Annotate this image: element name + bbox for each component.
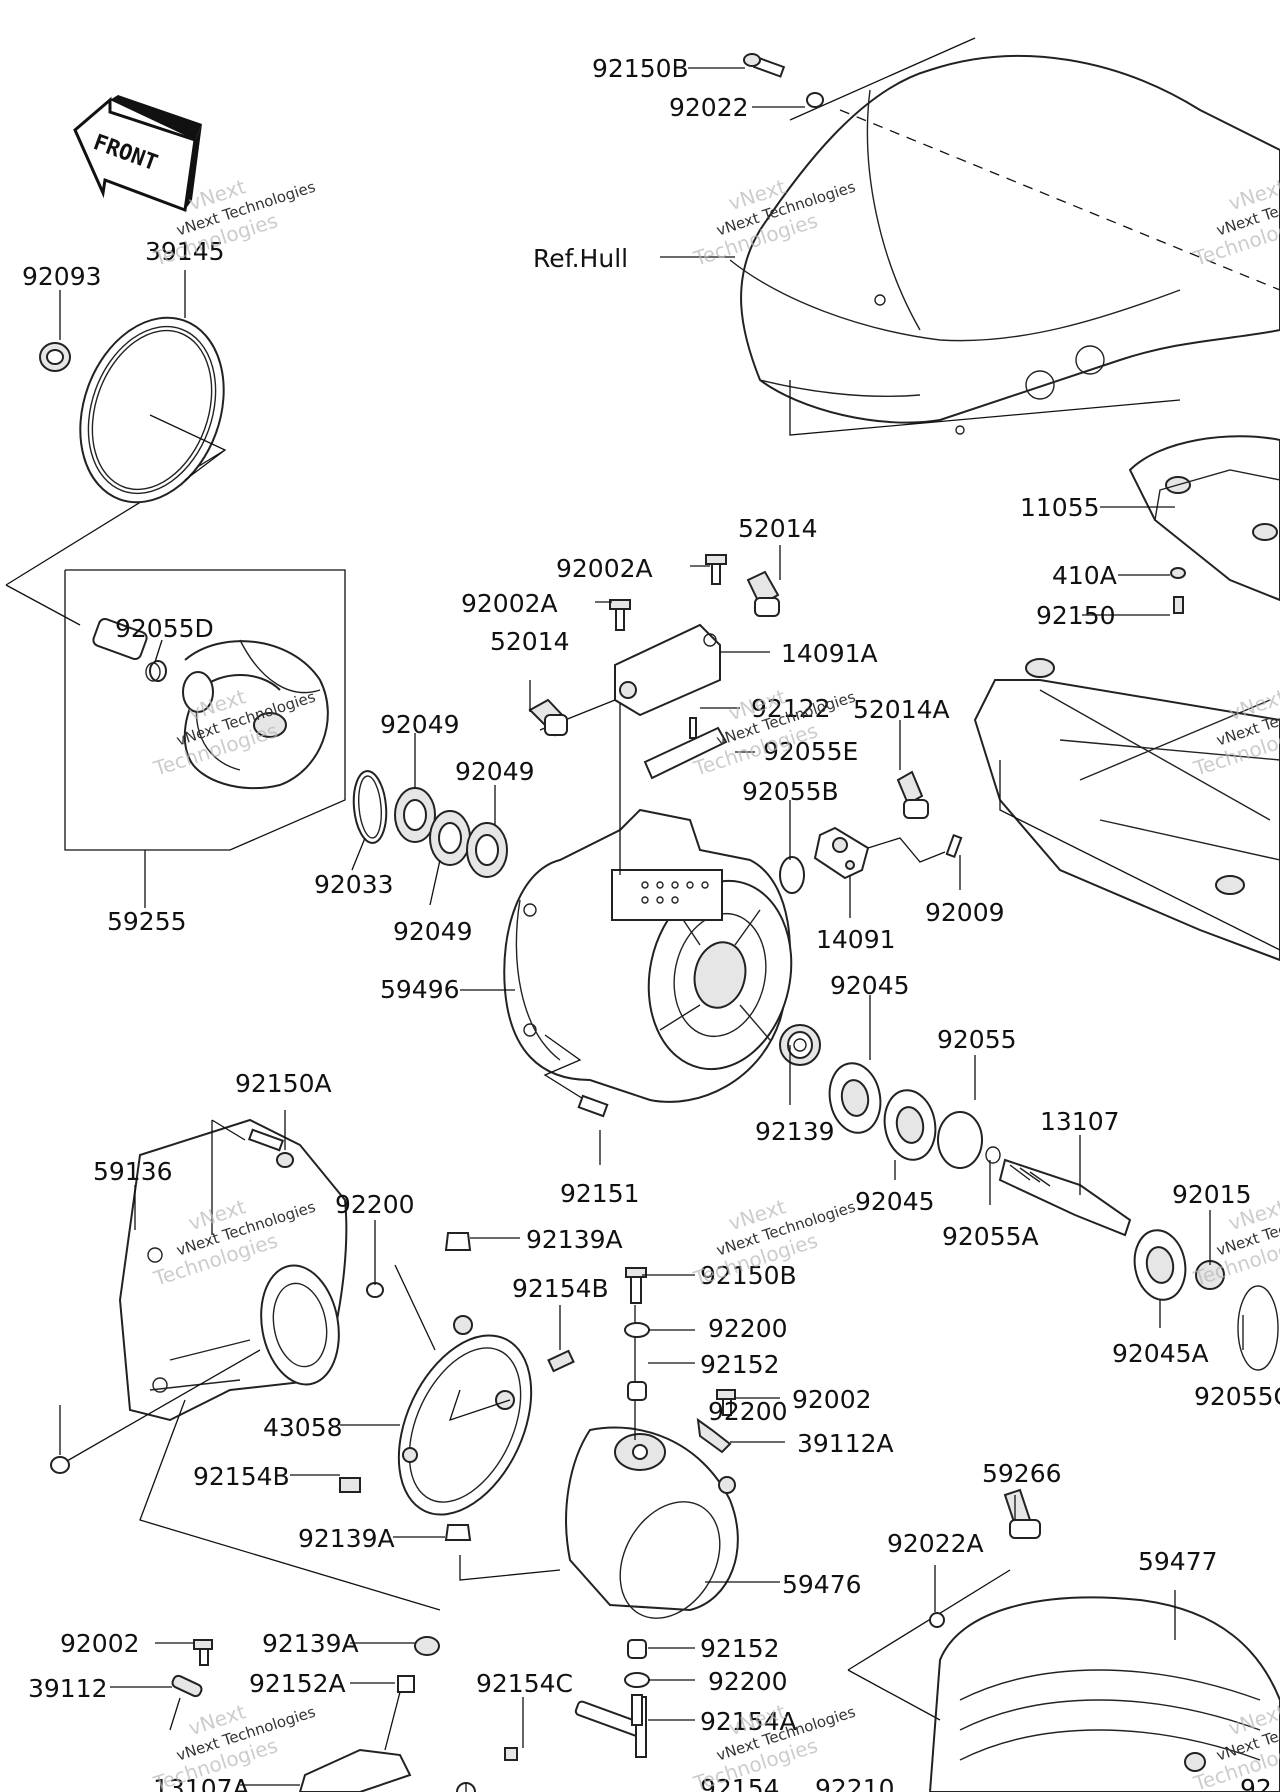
part-label: 92 xyxy=(1240,1774,1272,1792)
part-label: 52014 xyxy=(738,514,818,543)
part-label: 13107A xyxy=(153,1774,250,1792)
part-label: 92002 xyxy=(60,1629,140,1658)
bearings xyxy=(779,1024,1279,1371)
leader-lines xyxy=(59,67,1244,1786)
part-label: 92200 xyxy=(708,1397,788,1426)
impeller-group xyxy=(5,449,346,908)
part-label: 92150 xyxy=(1036,601,1116,630)
deflector-59477 xyxy=(847,1569,1280,1792)
part-label: 92151 xyxy=(560,1179,640,1208)
part-label: 92009 xyxy=(925,898,1005,927)
part-label: 92055 xyxy=(937,1025,1017,1054)
part-label: 92022 xyxy=(669,93,749,122)
part-label: 92055C xyxy=(1194,1382,1280,1411)
part-label: 92152 xyxy=(700,1634,780,1663)
part-label: 59477 xyxy=(1138,1547,1218,1576)
part-label: 92049 xyxy=(380,710,460,739)
part-label: 92200 xyxy=(708,1314,788,1343)
part-label: 92139A xyxy=(526,1225,623,1254)
part-label: 14091 xyxy=(816,925,896,954)
part-label: 92033 xyxy=(314,870,394,899)
steering-arm xyxy=(169,1636,647,1792)
part-label: 92154B xyxy=(512,1274,609,1303)
part-label: 14091A xyxy=(781,639,878,668)
part-label: 92210 xyxy=(815,1774,895,1792)
part-label: 92139A xyxy=(298,1524,395,1553)
part-label: 39112A xyxy=(797,1429,894,1458)
part-label: 92055B xyxy=(742,777,839,806)
front-arrow-icon: FRONT xyxy=(73,95,202,213)
part-label: 92049 xyxy=(393,917,473,946)
part-label: 11055 xyxy=(1020,493,1100,522)
reverse-bucket xyxy=(459,1305,739,1619)
part-label: 92122 xyxy=(751,694,831,723)
part-label: 92139A xyxy=(262,1629,359,1658)
part-label: 92049 xyxy=(455,757,535,786)
part-label: 92154C xyxy=(476,1669,573,1698)
seals xyxy=(145,662,805,894)
part-label: 92045 xyxy=(830,971,910,1000)
wear-ring xyxy=(79,316,227,504)
part-label: 92015 xyxy=(1172,1180,1252,1209)
ring-43058 xyxy=(394,1264,533,1516)
part-label: 52014A xyxy=(853,695,950,724)
part-label: 59266 xyxy=(982,1459,1062,1488)
bracket-14091a xyxy=(539,623,721,731)
part-label: 92002 xyxy=(792,1385,872,1414)
bracket-11055 xyxy=(1128,435,1280,602)
gasket-92055e xyxy=(643,726,728,780)
part-label: 92154 xyxy=(700,1774,780,1792)
part-label: 92150B xyxy=(700,1261,797,1290)
elbow-fitting xyxy=(528,570,1041,1539)
part-label: 92055D xyxy=(115,614,214,643)
part-label: 92002A xyxy=(461,589,558,618)
part-label: 39145 xyxy=(145,237,225,266)
part-label: 92200 xyxy=(708,1667,788,1696)
part-label: 92055A xyxy=(942,1222,1039,1251)
part-label: 92139 xyxy=(755,1117,835,1146)
steering-nozzle xyxy=(59,1118,441,1611)
intake-grate xyxy=(973,658,1280,962)
part-label: 52014 xyxy=(490,627,570,656)
part-label: 59136 xyxy=(93,1157,173,1186)
pump-housing xyxy=(503,700,793,1103)
part-label: 92152 xyxy=(700,1350,780,1379)
part-label: 92055E xyxy=(763,737,858,766)
part-label: 92045A xyxy=(1112,1339,1209,1368)
part-label: 59476 xyxy=(782,1570,862,1599)
part-label: 92150B xyxy=(592,54,689,83)
part-label: 92045 xyxy=(855,1187,935,1216)
part-label: 59255 xyxy=(107,907,187,936)
part-label: 410A xyxy=(1052,561,1117,590)
part-label: 92152A xyxy=(249,1669,346,1698)
part-label: 92022A xyxy=(887,1529,984,1558)
part-label: 92150A xyxy=(235,1069,332,1098)
part-label: 92200 xyxy=(335,1190,415,1219)
part-label: 92002A xyxy=(556,554,653,583)
part-label: 39112 xyxy=(28,1674,108,1703)
part-label: 92154B xyxy=(193,1462,290,1491)
part-label: Ref.Hull xyxy=(533,244,628,273)
hull-assembly xyxy=(729,37,1280,436)
part-label: 92154A xyxy=(700,1707,797,1736)
part-label: 13107 xyxy=(1040,1107,1120,1136)
part-label: 59496 xyxy=(380,975,460,1004)
hardware xyxy=(50,53,1186,1761)
pin-92122 xyxy=(689,717,697,739)
part-label: 92093 xyxy=(22,262,102,291)
part-label: 43058 xyxy=(263,1413,343,1442)
plate-14091 xyxy=(813,826,946,880)
